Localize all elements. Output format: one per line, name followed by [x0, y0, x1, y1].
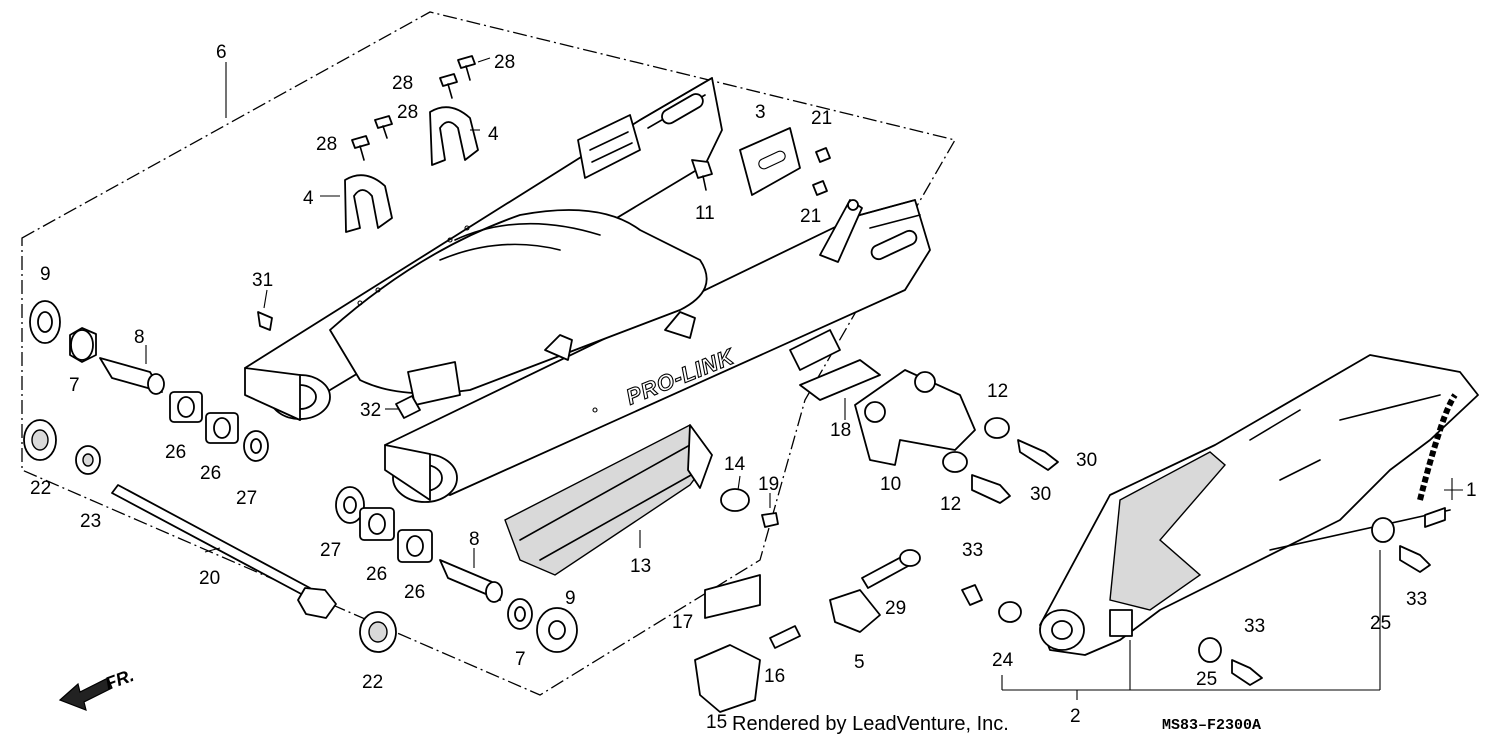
callout-24: 24: [992, 650, 1014, 671]
callout-17: 17: [672, 612, 693, 633]
swingarm: PRO-LINK: [244, 77, 931, 503]
callout-4a: 4: [488, 124, 499, 145]
bolt-33a: [961, 584, 983, 606]
arrow-icon: [58, 677, 113, 711]
drive-chain: [1417, 393, 1458, 501]
callout-26b: 26: [200, 463, 221, 484]
direction-label: FR.: [103, 665, 137, 694]
callout-14: 14: [724, 454, 746, 475]
callout-11: 11: [695, 203, 715, 224]
callout-18: 18: [830, 420, 851, 441]
callout-labels: 1 2 3 4 4 5 6 7 7 8 8 9 9 10 11 12 12 13…: [30, 42, 1477, 733]
callout-15: 15: [706, 712, 727, 733]
right-bearing-stack: [335, 486, 578, 653]
callout-30b: 30: [1030, 484, 1051, 505]
callout-33b: 33: [1406, 589, 1427, 610]
callout-22a: 22: [30, 478, 51, 499]
screw-19: [761, 512, 779, 528]
callout-29: 29: [885, 598, 906, 619]
callout-26c: 26: [366, 564, 387, 585]
callout-12b: 12: [940, 494, 961, 515]
collar-24: [998, 601, 1022, 623]
callout-13: 13: [630, 556, 651, 577]
callout-25b: 25: [1196, 669, 1217, 690]
callout-4b: 4: [303, 188, 314, 209]
leader-lines: [145, 57, 1463, 700]
assembly-boundary: [21, 11, 956, 696]
callout-2: 2: [1070, 706, 1081, 727]
callout-23: 23: [80, 511, 101, 532]
chain-slider: [504, 424, 713, 576]
callout-33a: 33: [962, 540, 983, 561]
bolt-16: [769, 625, 801, 649]
callout-28d: 28: [316, 134, 337, 155]
callout-30a: 30: [1076, 450, 1097, 471]
top-small-parts: [344, 55, 831, 233]
plate-17: [704, 574, 761, 619]
callout-8a: 8: [134, 327, 145, 348]
bolt-30a: [1017, 439, 1059, 471]
callout-28a: 28: [494, 52, 515, 73]
callout-9b: 9: [565, 588, 576, 609]
collar-12a: [984, 417, 1010, 439]
callout-7b: 7: [515, 649, 526, 670]
collar-25a: [1371, 517, 1395, 543]
grease-nipple-32: [395, 395, 421, 419]
credit-text: Rendered by LeadVenture, Inc.: [732, 713, 1009, 735]
callout-21b: 21: [800, 206, 821, 227]
callout-9a: 9: [40, 264, 51, 285]
callout-27a: 27: [236, 488, 257, 509]
callout-8b: 8: [469, 529, 480, 550]
callout-22b: 22: [362, 672, 383, 693]
bolt-33c: [1231, 659, 1263, 686]
chain-guide-block-15: [694, 644, 761, 713]
callout-26a: 26: [165, 442, 186, 463]
callout-1: 1: [1466, 480, 1477, 501]
callout-10: 10: [880, 474, 901, 495]
plate-18: [799, 359, 881, 401]
diagram-code: MS83–F2300A: [1162, 717, 1261, 734]
pivot-bolt: [111, 484, 337, 619]
callout-21a: 21: [811, 108, 832, 129]
callout-31: 31: [252, 270, 273, 291]
callout-7a: 7: [69, 375, 80, 396]
grease-nipple-31: [257, 311, 273, 331]
collar-12b: [942, 451, 968, 473]
callout-32: 32: [360, 400, 381, 421]
callout-33c: 33: [1244, 616, 1265, 637]
callout-3: 3: [755, 102, 766, 123]
callout-26d: 26: [404, 582, 425, 603]
front-direction-arrow: FR.: [58, 665, 137, 711]
bolt-33b: [1399, 545, 1431, 573]
callout-28c: 28: [397, 102, 418, 123]
callout-12a: 12: [987, 381, 1008, 402]
callout-20: 20: [199, 568, 220, 589]
chain-tag: [1424, 507, 1446, 528]
callout-16: 16: [764, 666, 785, 687]
callout-25a: 25: [1370, 613, 1391, 634]
chain-guard-10: [854, 369, 976, 466]
bolt-30b: [971, 474, 1011, 504]
callout-27b: 27: [320, 540, 341, 561]
callout-28b: 28: [392, 73, 413, 94]
chain-case: [1039, 354, 1479, 656]
callout-6: 6: [216, 42, 227, 63]
clip-5: [829, 589, 881, 633]
collar-25b: [1198, 637, 1222, 663]
callout-19: 19: [758, 474, 779, 495]
left-bearing-stack: [23, 300, 269, 475]
callout-5: 5: [854, 652, 865, 673]
collar-14: [720, 488, 750, 512]
